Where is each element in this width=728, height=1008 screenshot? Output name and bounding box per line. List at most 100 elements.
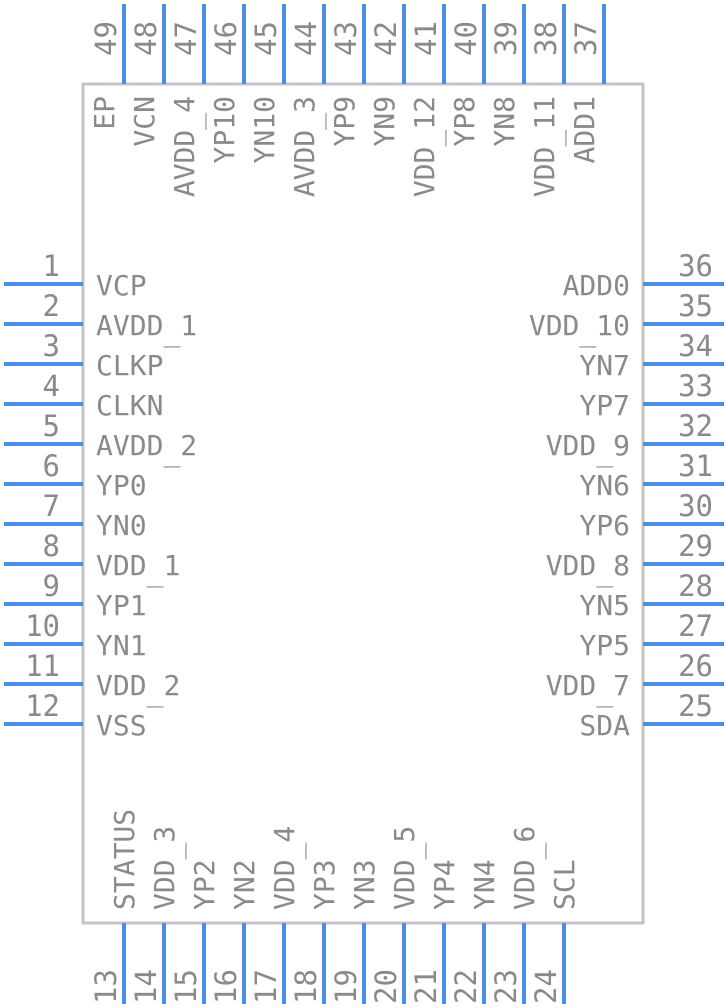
pin-name: YN1 — [96, 629, 147, 662]
pin-name: YP9 — [328, 96, 361, 147]
pin-name: CLKP — [96, 349, 163, 382]
pin-name: EP — [88, 96, 121, 130]
pin-number: 31 — [678, 449, 713, 483]
pin-number: 28 — [678, 569, 713, 603]
pin-name: YP0 — [96, 469, 147, 502]
pin-name: AVDD_4 — [168, 96, 208, 197]
pin-name: SDA — [579, 709, 630, 742]
pin-name: VDD_8 — [546, 549, 630, 589]
pin-number: 39 — [489, 21, 523, 56]
pin-number: 46 — [209, 21, 243, 56]
pin-number: 42 — [369, 21, 403, 56]
pin-number: 47 — [169, 21, 203, 56]
pin-number: 17 — [249, 969, 283, 1004]
pin-number: 37 — [569, 21, 603, 56]
pin-number: 32 — [678, 409, 713, 443]
pin-number: 35 — [678, 289, 713, 323]
pin-number: 7 — [43, 489, 60, 523]
pin-number: 27 — [678, 609, 713, 643]
pin-number: 48 — [129, 21, 163, 56]
pin-name: VCN — [128, 96, 161, 147]
pin-number: 23 — [489, 969, 523, 1004]
pin-number: 11 — [25, 649, 60, 683]
pin-number: 19 — [329, 969, 363, 1004]
pin-name: YP1 — [96, 589, 147, 622]
pin-name: YN5 — [579, 589, 630, 622]
pin-name: YN2 — [228, 859, 261, 910]
pin-number: 45 — [249, 21, 283, 56]
pin-name: YN6 — [579, 469, 630, 502]
pin-name: ADD0 — [563, 269, 630, 302]
pin-number: 25 — [678, 689, 713, 723]
pin-number: 5 — [43, 409, 60, 443]
pin-number: 16 — [209, 969, 243, 1004]
pin-name: VDD_2 — [96, 669, 180, 709]
pin-name: ADD1 — [568, 96, 601, 163]
pin-number: 21 — [409, 969, 443, 1004]
pin-name: YP7 — [579, 389, 630, 422]
pin-number: 22 — [449, 969, 483, 1004]
pin-name: YP10 — [208, 96, 241, 163]
pin-number: 8 — [43, 529, 60, 563]
pin-name: AVDD_1 — [96, 309, 197, 349]
pin-name: YP5 — [579, 629, 630, 662]
pin-number: 24 — [529, 969, 563, 1004]
pin-name: YP4 — [428, 859, 461, 910]
pin-number: 34 — [678, 329, 713, 363]
pin-number: 1 — [43, 249, 60, 283]
pins: 1VCP2AVDD_13CLKP4CLKN5AVDD_26YP07YN08VDD… — [4, 4, 724, 1004]
pin-number: 44 — [289, 21, 323, 56]
pin-number: 33 — [678, 369, 713, 403]
pin-name: YN10 — [248, 96, 281, 163]
pin-name: AVDD_3 — [288, 96, 328, 197]
pin-name: YN8 — [488, 96, 521, 147]
pin-name: VDD_10 — [529, 309, 630, 349]
pin-name: VDD_6 — [508, 826, 548, 910]
pin-number: 43 — [329, 21, 363, 56]
pin-number: 29 — [678, 529, 713, 563]
pin-name: SCL — [548, 859, 581, 910]
pin-name: YN7 — [579, 349, 630, 382]
chip-body — [81, 82, 645, 925]
pin-name: VDD_5 — [388, 826, 428, 910]
pin-number: 30 — [678, 489, 713, 523]
pin-number: 13 — [89, 969, 123, 1004]
pin-number: 36 — [678, 249, 713, 283]
pin-name: YP2 — [188, 859, 221, 910]
pin-name: VDD_4 — [268, 826, 308, 910]
pin-name: VDD_7 — [546, 669, 630, 709]
pin-name: YN0 — [96, 509, 147, 542]
pin-number: 40 — [449, 21, 483, 56]
pin-number: 6 — [43, 449, 60, 483]
pin-number: 18 — [289, 969, 323, 1004]
pin-number: 2 — [43, 289, 60, 323]
